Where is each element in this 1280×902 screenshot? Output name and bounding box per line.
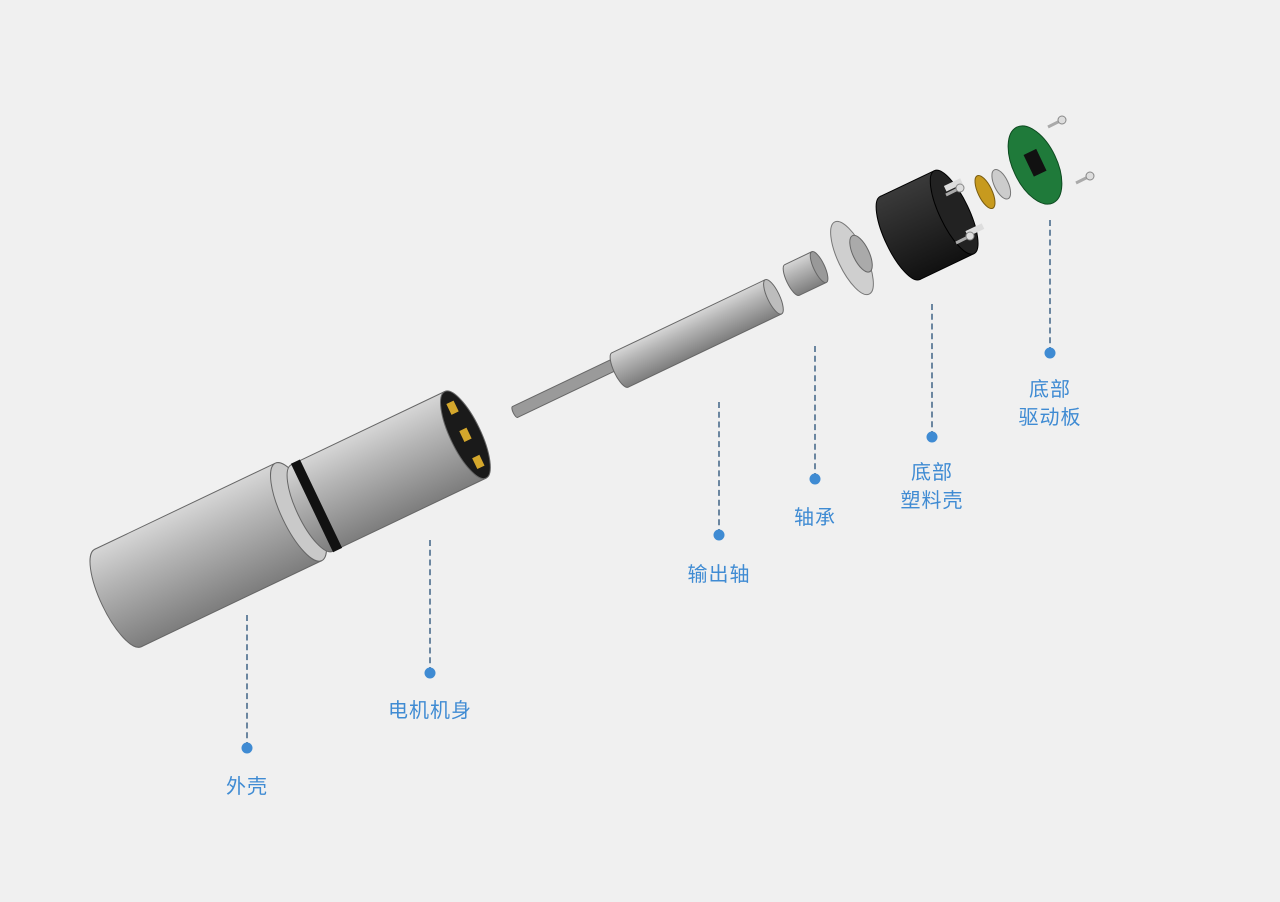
leader-line-motor-body: [429, 540, 431, 673]
label-driver-board: 底部驱动板: [980, 375, 1120, 431]
bearing: [782, 251, 829, 297]
washers: [974, 168, 1012, 210]
label-line: 驱动板: [1018, 405, 1082, 429]
leader-dot-shell: [241, 742, 253, 754]
leader-dot-bearing: [809, 473, 821, 485]
leader-dot-motor-body: [424, 667, 436, 679]
output-shaft-rotor: [609, 278, 784, 388]
label-plastic-housing: 底部塑料壳: [862, 458, 1002, 514]
label-line: 轴承: [794, 505, 836, 529]
label-line: 底部: [1029, 377, 1071, 401]
label-line: 底部: [911, 460, 953, 484]
label-line: 输出轴: [687, 562, 751, 586]
flange: [830, 220, 874, 296]
leader-line-driver-board: [1049, 220, 1051, 353]
motor-body: [286, 390, 491, 553]
screw: [1075, 171, 1095, 185]
screw: [1047, 115, 1067, 129]
leader-line-shell: [246, 615, 248, 748]
leader-line-output-shaft: [718, 402, 720, 535]
label-shell: 外壳: [177, 772, 317, 800]
screw: [955, 231, 975, 245]
leader-dot-output-shaft: [713, 529, 725, 541]
label-line: 外壳: [226, 774, 268, 798]
label-motor-body: 电机机身: [360, 696, 500, 724]
leader-line-plastic-housing: [931, 304, 933, 437]
plastic-housing: [875, 169, 985, 281]
driver-board-pcb: [1007, 125, 1063, 205]
label-line: 塑料壳: [900, 488, 964, 512]
leader-line-bearing: [814, 346, 816, 479]
leader-dot-plastic-housing: [926, 431, 938, 443]
label-bearing: 轴承: [745, 503, 885, 531]
label-output-shaft: 输出轴: [649, 560, 789, 588]
output-shaft-tip: [511, 358, 618, 418]
leader-dot-driver-board: [1044, 347, 1056, 359]
label-line: 电机机身: [388, 698, 472, 722]
screw: [945, 183, 965, 197]
